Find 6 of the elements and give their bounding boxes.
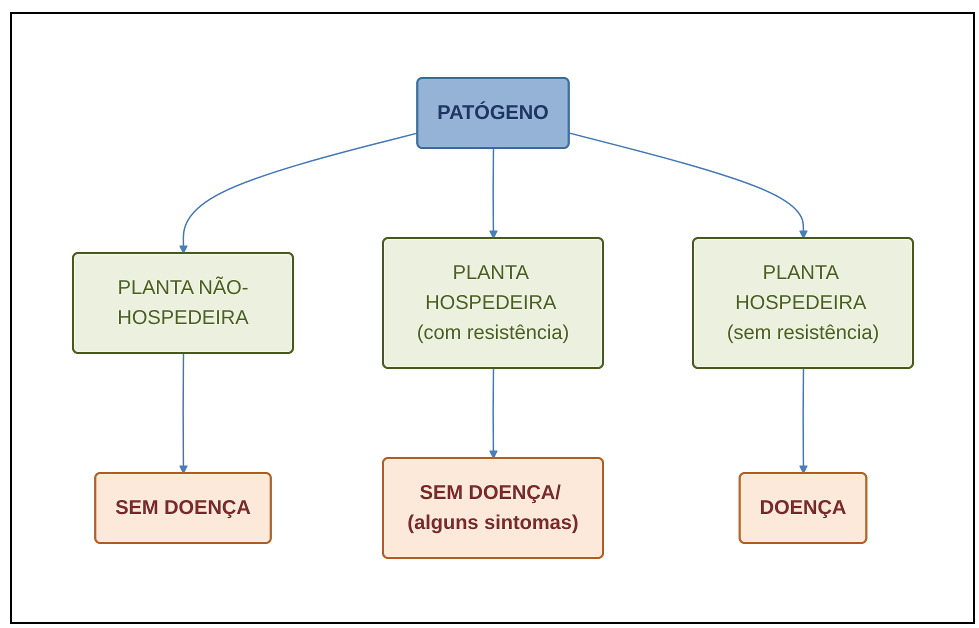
arrow (488, 148, 498, 239)
arrow (568, 132, 808, 239)
arrow (178, 354, 188, 474)
arrow (798, 368, 808, 474)
arrow (488, 368, 498, 459)
arrow (178, 132, 418, 254)
